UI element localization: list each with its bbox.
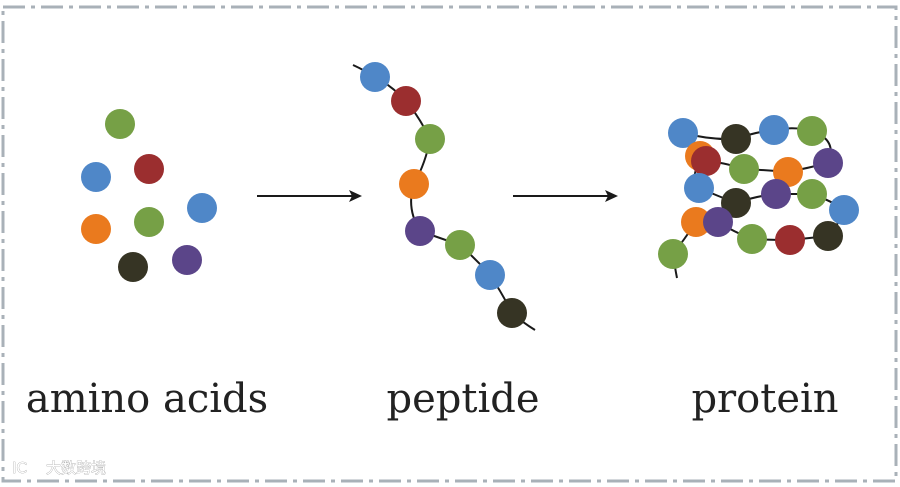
arrow-right-icon — [257, 190, 362, 202]
peptide-bead-purple — [405, 216, 435, 246]
watermark: IC 大数跨境 — [12, 459, 107, 478]
watermark-text: 大数跨境 — [46, 459, 106, 477]
protein-fold — [658, 115, 859, 279]
protein-bead-green-3 — [797, 179, 827, 209]
peptide-bead-red — [391, 86, 421, 116]
protein-bead-red-2 — [775, 225, 805, 255]
amino-acid-purple — [172, 245, 202, 275]
protein-bead-orange-3 — [681, 207, 711, 237]
protein-bead-green-1 — [797, 116, 827, 146]
dashed-frame — [1, 5, 898, 483]
protein-bead-dark-2 — [721, 188, 751, 218]
protein-bead-purple-2 — [761, 179, 791, 209]
protein-bead-green-2 — [729, 154, 759, 184]
label-amino-acids: amino acids — [26, 376, 268, 422]
peptide-chain — [352, 62, 536, 331]
peptide-bead-green-2 — [445, 230, 475, 260]
protein-bead-blue-2 — [759, 115, 789, 145]
protein-bead-blue-3 — [684, 173, 714, 203]
protein-bead-dark-3 — [813, 221, 843, 251]
amino-acid-red — [134, 154, 164, 184]
protein-bead-orange-2 — [773, 157, 803, 187]
amino-acid-dark — [118, 252, 148, 282]
protein-bead-dark-1 — [721, 124, 751, 154]
label-peptide: peptide — [386, 376, 539, 422]
protein-bead-blue-4 — [829, 195, 859, 225]
peptide-bead-blue — [360, 62, 390, 92]
protein-bead-red-1 — [691, 146, 721, 176]
watermark-logo: IC — [12, 459, 27, 477]
peptide-bead-orange — [399, 169, 429, 199]
amino-acid-blue-2 — [187, 193, 217, 223]
amino-acids-group — [81, 109, 217, 282]
peptide-bead-dark — [497, 298, 527, 328]
amino-acid-blue — [81, 162, 111, 192]
arrow-right-icon-2 — [513, 190, 618, 202]
protein-bead-green-5 — [658, 239, 688, 269]
peptide-backbone — [352, 64, 536, 331]
amino-acid-green-2 — [134, 207, 164, 237]
amino-acid-green — [105, 109, 135, 139]
label-protein: protein — [691, 376, 838, 422]
protein-bead-green-4 — [737, 224, 767, 254]
peptide-bead-green — [415, 124, 445, 154]
amino-acid-orange — [81, 214, 111, 244]
protein-bead-purple-1 — [813, 148, 843, 178]
peptide-bead-blue-2 — [475, 260, 505, 290]
protein-bead-purple-3 — [703, 207, 733, 237]
protein-bead-blue-1 — [668, 118, 698, 148]
